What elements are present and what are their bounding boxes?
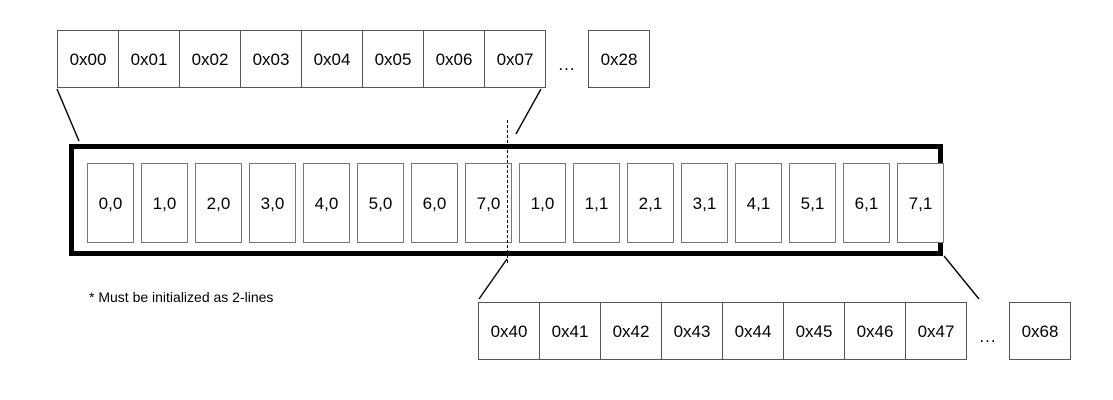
ellipsis-gap: ... (558, 55, 576, 74)
address-cell[interactable]: 0x01 (118, 30, 180, 88)
ellipsis-gap: ... (979, 327, 997, 346)
word-cell[interactable]: 4,0 (303, 163, 350, 243)
word-cell[interactable]: 1,0 (141, 163, 188, 243)
leader-line-bottom-right (943, 255, 980, 300)
address-cell[interactable]: 0x06 (423, 30, 485, 88)
word-cell[interactable]: 7,0 (465, 163, 512, 243)
word-cell[interactable]: 0,0 (87, 163, 134, 243)
word-cell[interactable]: 4,1 (735, 163, 782, 243)
word-cell[interactable]: 7,1 (897, 163, 944, 243)
address-cell-tail[interactable]: 0x28 (588, 30, 650, 88)
word-cell[interactable]: 3,0 (249, 163, 296, 243)
address-cell[interactable]: 0x40 (478, 302, 540, 360)
cache-line-block: 0,0 1,0 2,0 3,0 4,0 5,0 6,0 7,0 1,0 1,1 … (69, 144, 944, 256)
address-cell[interactable]: 0x00 (57, 30, 119, 88)
word-cell[interactable]: 5,0 (357, 163, 404, 243)
leader-line-bottom-left (478, 258, 508, 300)
address-cell[interactable]: 0x45 (783, 302, 845, 360)
word-cell[interactable]: 6,0 (411, 163, 458, 243)
address-cell[interactable]: 0x02 (179, 30, 241, 88)
top-address-row: 0x00 0x01 0x02 0x03 0x04 0x05 0x06 0x07 … (57, 30, 650, 88)
word-cell[interactable]: 1,0 (519, 163, 566, 243)
leader-line-top-left (56, 88, 80, 142)
cache-line-cells: 0,0 1,0 2,0 3,0 4,0 5,0 6,0 7,0 1,0 1,1 … (87, 163, 944, 243)
address-cell-tail[interactable]: 0x68 (1009, 302, 1071, 360)
address-cell[interactable]: 0x41 (539, 302, 601, 360)
footnote-text: * Must be initialized as 2-lines (89, 289, 274, 305)
address-cell[interactable]: 0x43 (661, 302, 723, 360)
word-cell[interactable]: 3,1 (681, 163, 728, 243)
bottom-address-row: 0x40 0x41 0x42 0x43 0x44 0x45 0x46 0x47 … (478, 302, 1071, 360)
address-cell[interactable]: 0x03 (240, 30, 302, 88)
address-cell[interactable]: 0x05 (362, 30, 424, 88)
address-cell[interactable]: 0x44 (722, 302, 784, 360)
word-cell[interactable]: 2,0 (195, 163, 242, 243)
word-cell[interactable]: 1,1 (573, 163, 620, 243)
word-cell[interactable]: 2,1 (627, 163, 674, 243)
address-cell[interactable]: 0x42 (600, 302, 662, 360)
line-split-dashed-divider (507, 120, 508, 263)
leader-line-top-right (515, 88, 542, 135)
address-cell[interactable]: 0x04 (301, 30, 363, 88)
address-cell[interactable]: 0x07 (484, 30, 546, 88)
word-cell[interactable]: 5,1 (789, 163, 836, 243)
word-cell[interactable]: 6,1 (843, 163, 890, 243)
address-cell[interactable]: 0x46 (844, 302, 906, 360)
address-cell[interactable]: 0x47 (905, 302, 967, 360)
